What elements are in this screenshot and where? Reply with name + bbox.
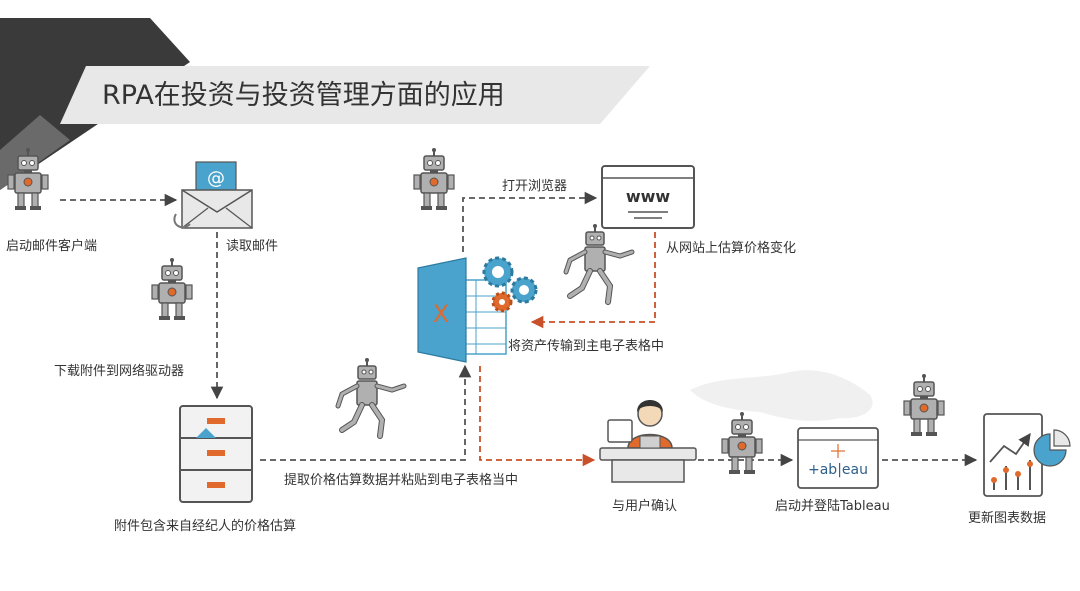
arrow-excel-to-browser [462, 191, 598, 252]
tableau-icon: +ab|eau [797, 427, 879, 489]
world-map-bg [690, 370, 873, 421]
step-label-update-charts: 更新图表数据 [968, 510, 1046, 526]
chart-update-icon [983, 413, 1071, 497]
arrow-excel-to-user [479, 366, 596, 467]
arrow-browser-to-excel [530, 232, 656, 329]
robot-icon [151, 257, 193, 321]
gear-icon [482, 256, 514, 288]
step-label-download-attachment: 下载附件到网络驱动器 [54, 363, 184, 379]
robot-icon [721, 411, 763, 475]
corner-light-shape [0, 115, 70, 190]
step-label-transfer-assets: 将资产传输到主电子表格中 [508, 338, 664, 354]
excel-icon: X [417, 257, 507, 363]
robot-walking-icon [566, 224, 632, 302]
robot-icon [903, 373, 945, 437]
step-label-read-email: 读取邮件 [226, 239, 278, 254]
step-label-launch-email: 启动邮件客户端 [6, 238, 97, 254]
step-label-extract-paste: 提取价格估算数据并粘贴到电子表格当中 [284, 472, 518, 488]
title-banner [60, 66, 650, 124]
step-label-launch-tableau: 启动并登陆Tableau [775, 498, 890, 514]
email-icon: @ [173, 161, 253, 229]
file-cabinet-icon [179, 405, 253, 503]
gear-icon [491, 291, 513, 313]
browser-icon: www [601, 165, 695, 229]
gear-icon [510, 276, 538, 304]
page-title: RPA在投资与投资管理方面的应用 [102, 80, 505, 111]
step-label-user-confirm: 与用户确认 [612, 498, 677, 514]
excel-letter: X [433, 300, 449, 328]
user-avatar [599, 400, 697, 483]
email-at-symbol: @ [207, 168, 225, 189]
robot-walking-icon [338, 358, 404, 436]
step-label-attachment-contains: 附件包含来自经纪人的价格估算 [114, 518, 296, 534]
step-label-website-estimate: 从网站上估算价格变化 [666, 240, 796, 256]
tableau-logo-text: +ab|eau [808, 462, 868, 478]
arrow-cabinet-to-excel [260, 364, 472, 461]
browser-www-text: www [626, 187, 671, 206]
step-label-open-browser: 打开浏览器 [502, 178, 567, 194]
robot-icon [413, 147, 455, 211]
